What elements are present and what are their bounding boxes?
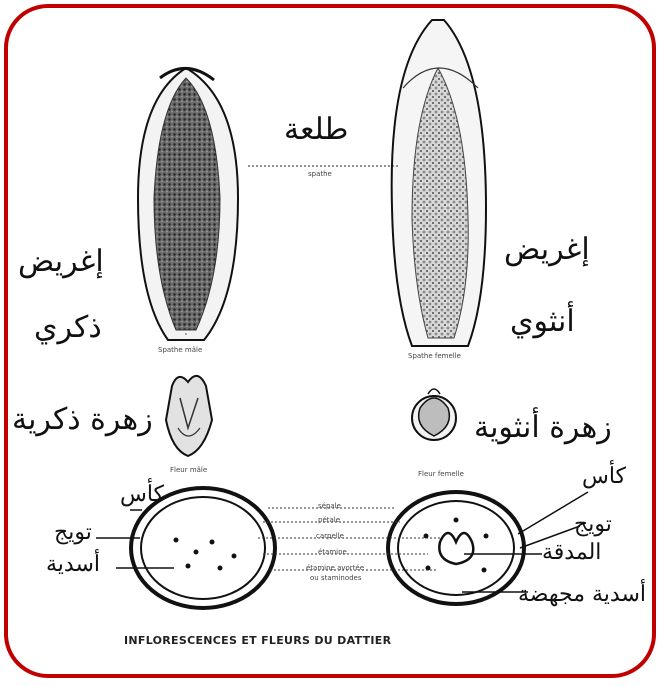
label-female-spathe-ar-2: أنثوي	[510, 304, 575, 339]
label-sepals-left-ar: كأس	[120, 482, 164, 507]
label-staminodes-right-ar: أسدية مجهضة	[518, 582, 646, 607]
male-flower-drawing	[166, 376, 212, 456]
diagram-frame: طلعة إغريض ذكري إغريض أنثوي زهرة ذكرية ز…	[4, 4, 656, 678]
label-stamens-left-ar: أسدية	[46, 552, 100, 577]
label-male-flower-fr: Fleur mâle	[170, 466, 207, 474]
label-sepals-right-ar: كأس	[582, 464, 626, 489]
label-female-spathe-fr: Spathe femelle	[408, 352, 461, 360]
label-carpel-right-ar: المدقة	[542, 540, 601, 565]
label-etamine-fr: étamine	[318, 548, 347, 556]
female-spathe-drawing	[392, 20, 486, 346]
label-etamine-avortee-fr: étamine avortée	[306, 564, 364, 572]
label-male-spathe-ar-2: ذكري	[34, 310, 102, 345]
figure-caption: INFLORESCENCES ET FLEURS DU DATTIER	[124, 634, 391, 647]
male-spathe-drawing	[138, 68, 238, 340]
label-female-flower-ar: زهرة أنثوية	[474, 410, 612, 445]
label-male-spathe-ar-1: إغريض	[18, 244, 104, 279]
label-petale-fr: pétale	[318, 516, 340, 524]
label-male-flower-ar: زهرة ذكرية	[12, 402, 153, 437]
label-petals-right-ar: تويج	[574, 512, 612, 537]
label-staminodes-fr: ou staminodes	[310, 574, 362, 582]
label-female-spathe-ar-1: إغريض	[504, 232, 590, 267]
female-flower-drawing	[412, 389, 456, 440]
female-floral-diagram	[388, 492, 524, 604]
label-spathe-ar: طلعة	[284, 112, 348, 147]
label-petals-left-ar: تويج	[54, 520, 92, 545]
label-spathe-fr: spathe	[308, 170, 332, 178]
label-male-spathe-fr: Spathe mâle	[158, 346, 202, 354]
label-carpelle-fr: carpelle	[316, 532, 344, 540]
label-female-flower-fr: Fleur femelle	[418, 470, 464, 478]
label-sepale-fr: sépale	[318, 502, 341, 510]
